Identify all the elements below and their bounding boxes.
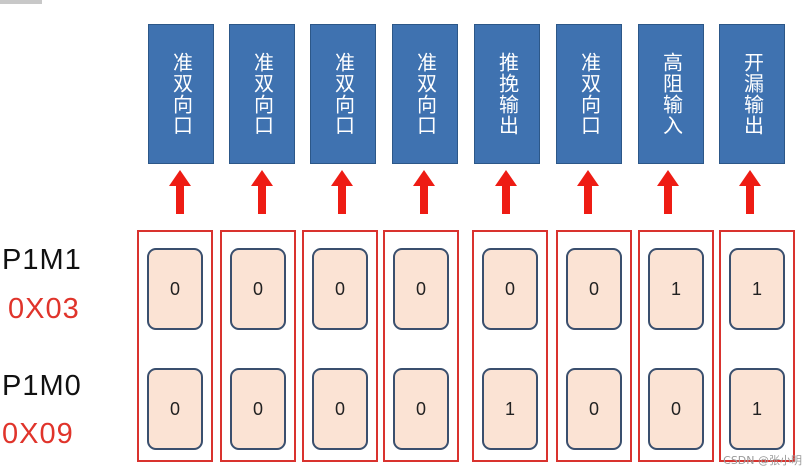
- watermark: CSDN @张小明: [723, 454, 802, 467]
- mode-label: 准双向口: [250, 52, 275, 136]
- up-arrow-icon: [413, 170, 435, 214]
- mode-label: 准双向口: [413, 52, 438, 136]
- mode-label: 高阻输入: [659, 52, 684, 136]
- mode-label: 准双向口: [331, 52, 356, 136]
- mode-box: 推挽输出: [474, 24, 540, 164]
- mode-label: 准双向口: [577, 52, 602, 136]
- p1m0-bit-cell: 0: [147, 368, 203, 450]
- up-arrow-icon: [331, 170, 353, 214]
- mode-box: 高阻输入: [638, 24, 704, 164]
- up-arrow-icon: [251, 170, 273, 214]
- mode-box: 准双向口: [392, 24, 458, 164]
- mode-box: 开漏输出: [719, 24, 785, 164]
- up-arrow-icon: [577, 170, 599, 214]
- up-arrow-icon: [739, 170, 761, 214]
- p1m0-register-value: 0X09: [2, 418, 74, 450]
- p1m1-bit-cell: 0: [147, 248, 203, 330]
- p1m1-register-name: P1M1: [2, 244, 82, 276]
- p1m0-bit-cell: 0: [230, 368, 286, 450]
- p1m1-bit-cell: 0: [393, 248, 449, 330]
- p1m0-bit-cell: 1: [482, 368, 538, 450]
- p1m0-bit-cell: 0: [566, 368, 622, 450]
- mode-box: 准双向口: [229, 24, 295, 164]
- p1m1-register-value: 0X03: [8, 293, 80, 325]
- p1m0-bit-cell: 1: [729, 368, 785, 450]
- p1m0-bit-cell: 0: [393, 368, 449, 450]
- p1m1-bit-cell: 1: [648, 248, 704, 330]
- mode-box: 准双向口: [556, 24, 622, 164]
- p1m1-bit-cell: 0: [312, 248, 368, 330]
- mode-label: 准双向口: [169, 52, 194, 136]
- mode-label: 推挽输出: [495, 52, 520, 136]
- up-arrow-icon: [169, 170, 191, 214]
- up-arrow-icon: [657, 170, 679, 214]
- p1m1-bit-cell: 0: [230, 248, 286, 330]
- mode-box: 准双向口: [310, 24, 376, 164]
- top-edge-strip: [0, 0, 42, 4]
- p1m1-bit-cell: 0: [566, 248, 622, 330]
- p1m1-bit-cell: 1: [729, 248, 785, 330]
- p1m1-bit-cell: 0: [482, 248, 538, 330]
- mode-box: 准双向口: [148, 24, 214, 164]
- p1m0-register-name: P1M0: [2, 370, 82, 402]
- up-arrow-icon: [495, 170, 517, 214]
- p1m0-bit-cell: 0: [648, 368, 704, 450]
- mode-label: 开漏输出: [740, 52, 765, 136]
- p1m0-bit-cell: 0: [312, 368, 368, 450]
